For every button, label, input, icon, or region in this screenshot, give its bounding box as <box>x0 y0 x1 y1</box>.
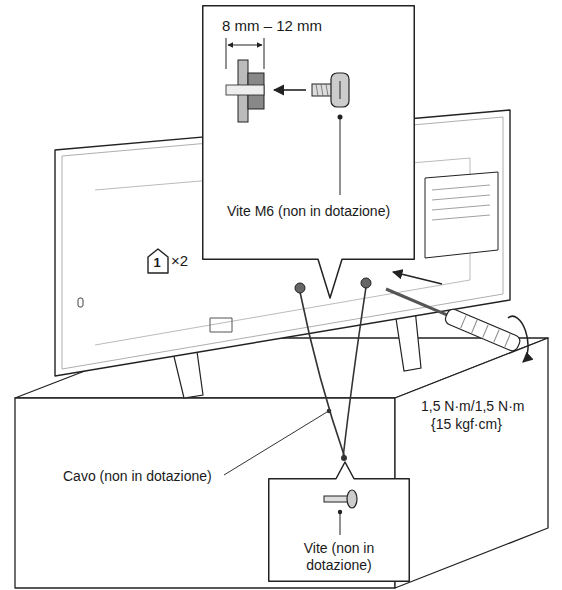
tv-bracket <box>210 318 232 332</box>
step-number: 1 <box>147 255 167 271</box>
cable-line <box>300 292 345 458</box>
insert-arrow <box>274 89 306 91</box>
cabinet-side <box>395 338 548 588</box>
tv-cabinet <box>15 338 548 588</box>
step-icon: 1 <box>147 248 169 274</box>
torque-value: {15 kgf·cm} <box>430 416 503 433</box>
screw-shaft <box>324 496 348 502</box>
leader-dot <box>327 409 332 414</box>
torque-value: 1,5 N·m/1,5 N·m <box>420 398 525 415</box>
screwdriver-handle <box>444 307 522 352</box>
screw-slot <box>339 81 340 99</box>
screwdriver <box>383 282 522 353</box>
cable-line <box>343 287 366 458</box>
callout-outline <box>269 462 410 581</box>
anchor-screw <box>341 455 347 461</box>
leader-line <box>340 117 341 195</box>
eye-screws <box>295 278 371 461</box>
part-label: Cavo (non in dotazione) <box>62 468 213 485</box>
screwdriver-shaft <box>385 288 449 317</box>
eye-screw <box>295 283 305 293</box>
cable <box>300 287 366 458</box>
step-icon-outline <box>148 249 168 273</box>
screw-head <box>347 490 357 508</box>
callout-box: 8 mm – 12 mm Vite M6 (non in dotazione) <box>202 5 415 260</box>
handle-grooves <box>461 315 511 347</box>
vent-lines <box>432 185 490 220</box>
dimension-label: 8 mm – 12 mm <box>222 17 322 35</box>
terminal-cover <box>425 172 498 258</box>
cable-leader <box>224 412 327 475</box>
part-label: Vite (non in dotazione) <box>284 540 394 574</box>
leader-line <box>340 512 341 535</box>
callout-outline <box>203 6 415 298</box>
eye-screw <box>361 278 371 288</box>
quantity-label: ×2 <box>171 252 188 270</box>
callout-box-shape <box>202 5 415 260</box>
callout-box: Vite (non in dotazione) <box>268 478 410 582</box>
screw-head <box>331 73 349 107</box>
screw-thread <box>316 84 328 96</box>
screw-shaft <box>312 84 332 96</box>
push-arrow <box>393 272 442 284</box>
part-label: Vite M6 (non in dotazione) <box>210 203 407 220</box>
rotation-arrow <box>508 316 528 362</box>
screw-hole <box>226 85 264 95</box>
tv-button <box>78 298 83 307</box>
